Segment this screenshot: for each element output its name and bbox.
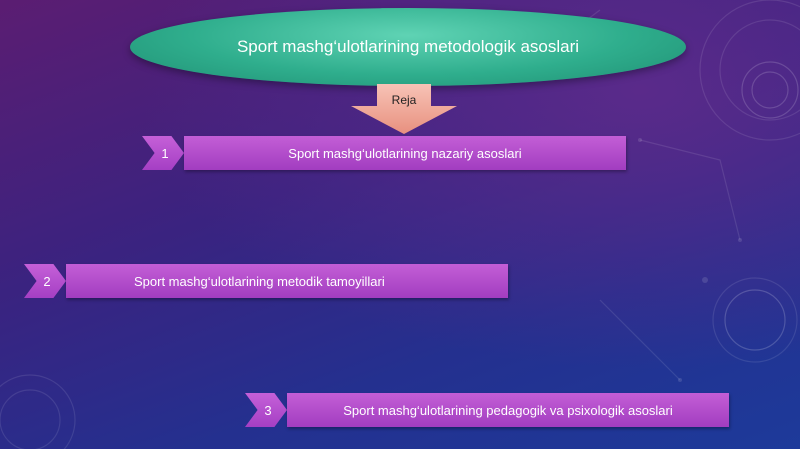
item-1-number-chevron: 1 — [142, 136, 184, 170]
item-2-number: 2 — [43, 273, 51, 289]
item-3-text: Sport mashg‘ulotlarining pedagogik va ps… — [343, 402, 673, 418]
item-3-number: 3 — [264, 402, 272, 418]
slide-title: Sport mashg‘ulotlarining metodologik aso… — [236, 37, 580, 56]
reja-down-arrow — [351, 84, 457, 134]
item-2-text: Sport mashg‘ulotlarining metodik tamoyil… — [134, 273, 385, 289]
reja-label: Reja — [391, 93, 417, 107]
item-1-text: Sport mashg‘ulotlarining nazariy asoslar… — [288, 145, 522, 161]
item-2-number-chevron: 2 — [24, 264, 66, 298]
item-2-bar: Sport mashg‘ulotlarining metodik tamoyil… — [66, 264, 508, 298]
title-ellipse: Sport mashg‘ulotlarining metodologik aso… — [130, 8, 686, 86]
item-1-bar: Sport mashg‘ulotlarining nazariy asoslar… — [184, 136, 626, 170]
item-1-number: 1 — [161, 145, 169, 161]
item-3-number-chevron: 3 — [245, 393, 287, 427]
item-3-bar: Sport mashg‘ulotlarining pedagogik va ps… — [287, 393, 729, 427]
